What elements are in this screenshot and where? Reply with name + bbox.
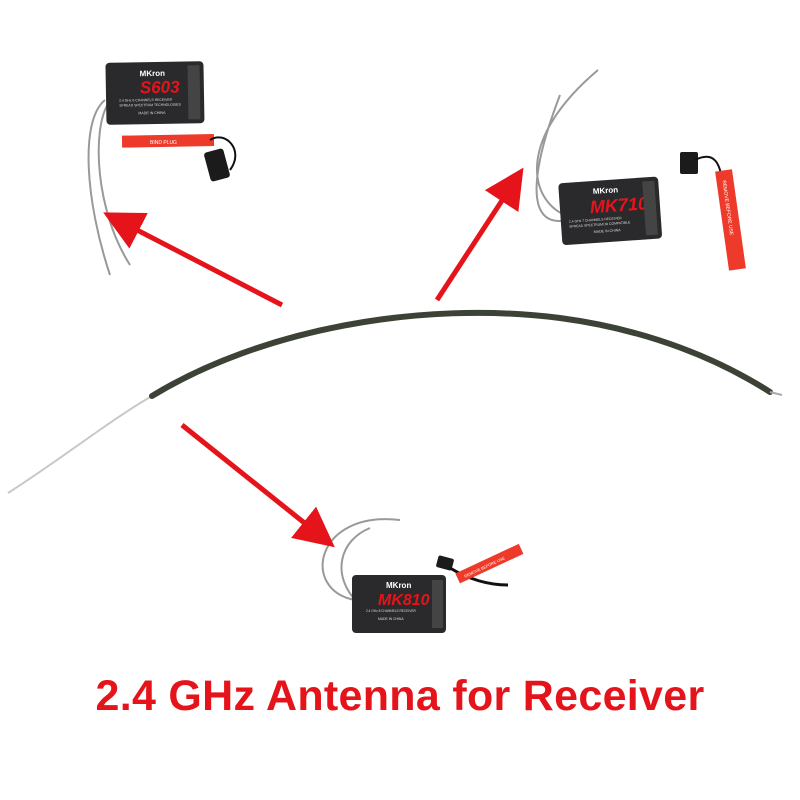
brand-logo: MKron [140,69,166,78]
spec-line: MADE IN CHINA [378,617,404,621]
arrow-to-s603 [103,212,284,308]
model-label: MK810 [378,592,430,609]
brand-logo: MKron [386,581,411,590]
receiver-s603: MKron S603 2.4 GHz 6 CHANNELS RECEIVER S… [87,61,237,276]
spec-line: 2.4 GHz 8 CHANNELS RECEIVER [366,609,416,613]
antenna-bare-wire [7,395,153,494]
bind-plug-tag: BIND PLUG [150,140,177,146]
model-label: S603 [140,78,181,98]
arrow-to-mk810 [180,423,335,548]
receiver-mk710: MKron MK710 2.4 GHz 7 CHANNELS RECEIVER … [535,69,746,271]
antenna-tip [769,391,783,396]
receiver-antenna-wires [535,69,599,222]
antenna [7,309,783,494]
spec-line: SPREAD SPECTRUM TECHNOLOGIES [119,103,182,108]
spec-line: MADE IN CHINA [138,111,166,115]
receiver-mk810: MKron MK810 2.4 GHz 8 CHANNELS RECEIVER … [321,518,524,633]
antenna-sheath [149,309,773,399]
receiver-antenna-wires [87,99,131,276]
spec-line: SPREAD SPECTRUM/JR COMPATIBLE [569,220,631,228]
spec-line: 2.4 GHz 6 CHANNELS RECEIVER [119,98,173,103]
spec-line: 2.4 GHz 7 CHANNELS RECEIVER [569,216,623,224]
arrow-to-mk710 [434,167,524,302]
spec-line: MADE IN CHINA [594,228,622,234]
caption-title: 2.4 GHz Antenna for Receiver [95,672,705,720]
model-label: MK710 [589,193,648,217]
receiver-antenna-wires [321,518,401,604]
brand-logo: MKron [592,185,618,196]
